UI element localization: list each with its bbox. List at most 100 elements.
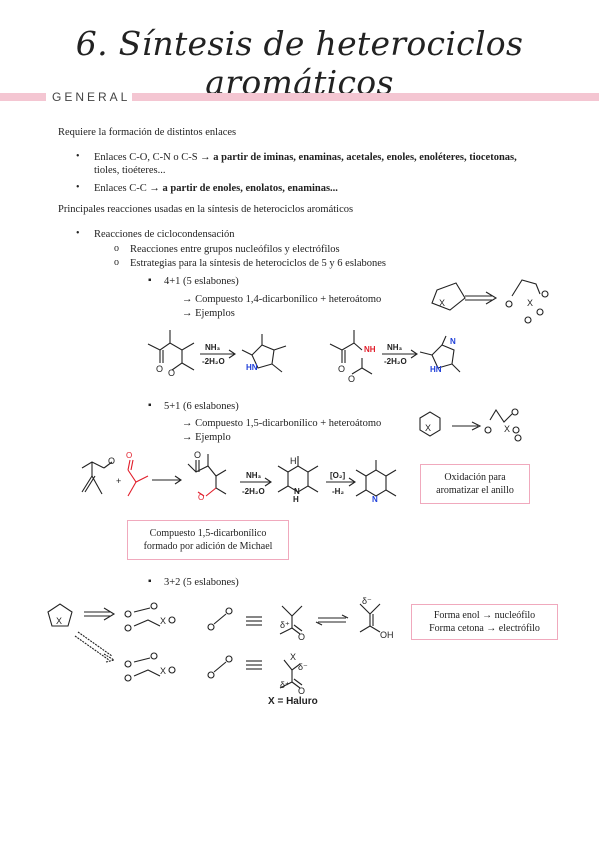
nitrogen-label: HN [246, 363, 258, 372]
oxidation-note-line-2: aromatizar el anillo [436, 485, 514, 496]
retro-arrow [84, 607, 116, 621]
reagent-label: NH₃ [246, 471, 262, 480]
intro-line-2: Principales reacciones usadas en la sínt… [58, 204, 354, 215]
synthon-pair-top [207, 607, 233, 631]
page-title: 6. Síntesis de heterociclos aromáticos [75, 24, 524, 102]
retro-arrow-diagonal [74, 631, 116, 663]
s41-arrow-2: → Ejemplos [182, 308, 235, 319]
s41-heading: 4+1 (5 eslabones) [164, 276, 239, 287]
oxygen-label: O [194, 450, 201, 460]
five-ring-x [431, 282, 466, 311]
equilibrium-arrow [315, 614, 349, 626]
synthon-x-label-51: X [504, 424, 510, 434]
section-heading: GENERAL [52, 90, 131, 104]
synthon-pair-bottom [207, 655, 233, 679]
synthon-x-label-32: X [160, 616, 166, 626]
square-bullet: ▪ [148, 400, 152, 411]
sub-bullet-2: Estrategias para la síntesis de heteroci… [130, 258, 386, 269]
square-bullet: ▪ [148, 275, 152, 286]
sub-bullet: o [114, 243, 119, 254]
equivalence-sign [246, 616, 262, 626]
delta-minus-label: δ⁻ [298, 662, 308, 672]
alpha-haloketone [279, 659, 303, 689]
oxygen-label: O [298, 686, 305, 696]
nitrogen-label: N [372, 495, 378, 504]
ring-x-label-51: X [425, 423, 431, 433]
reagent-label: -2H₂O [202, 357, 225, 366]
enone [81, 461, 113, 495]
reagent-label: -2H₂O [384, 357, 407, 366]
michael-note-line-2: formado por adición de Michael [143, 541, 273, 552]
enol-note-line-1: Forma enol → nucleófilo [433, 610, 536, 621]
plus-sign: + [116, 476, 121, 486]
pyridine-product [355, 460, 397, 497]
delta-plus-label: δ⁺ [280, 620, 290, 630]
oxygen-label: O [298, 632, 305, 642]
six-ring-x [419, 411, 441, 437]
reaction-arrow [200, 349, 236, 359]
delta-plus-label: δ⁺ [280, 680, 290, 690]
haluro-definition: X = Haluro [268, 696, 318, 707]
michael-note: Compuesto 1,5-dicarbonílico formado por … [127, 520, 289, 560]
open-chain-synthons-51 [484, 408, 522, 442]
enol-note-line-2: Forma cetona → electrófilo [429, 623, 540, 634]
s32-heading: 3+2 (5 eslabones) [164, 577, 239, 588]
nitrogen-label: H [293, 495, 299, 504]
hydrogen-label: H [290, 456, 297, 466]
reaction-arrow [240, 477, 272, 487]
reagent-label: -H₂ [332, 487, 344, 496]
reaction-arrow [382, 349, 418, 359]
ketone [127, 459, 149, 497]
reagent-label: NH₃ [387, 343, 403, 352]
bullet-dot: • [76, 151, 80, 162]
nitrogen-label: N [294, 487, 300, 496]
sub-bullet-1: Reacciones entre grupos nucleófilos y el… [130, 244, 340, 255]
haloketone-x-label: X [290, 652, 296, 662]
bullet-1: Enlaces C-O, C-N o C-S → a partir de imi… [94, 152, 517, 163]
imidazole-product [419, 335, 461, 373]
reagent-label: NH₃ [205, 343, 221, 352]
oxygen-label: O [156, 364, 163, 374]
reaction-arrow [152, 475, 182, 485]
bullet-dot: • [76, 182, 80, 193]
oxygen-label-red: O [126, 451, 132, 460]
delta-minus-label: δ⁻ [362, 596, 372, 606]
square-bullet: ▪ [148, 576, 152, 587]
oxygen-label: O [108, 456, 115, 466]
keto-amide [329, 330, 373, 375]
dicarbonyl-15 [187, 454, 227, 497]
synthon-x-label-32b: X [160, 666, 166, 676]
section-bar [132, 93, 599, 101]
dihydropyridine [277, 456, 319, 493]
nitrogen-label: N [450, 337, 456, 346]
equivalence-sign [246, 660, 262, 670]
oxygen-label-red: O [198, 493, 204, 502]
dicarbonyl-14 [147, 330, 195, 371]
ketone-32 [279, 605, 303, 635]
s51-heading: 5+1 (6 eslabones) [164, 401, 239, 412]
title-underline [0, 93, 46, 101]
reaction-arrow [326, 477, 356, 487]
oxygen-label: O [338, 364, 345, 374]
nitrogen-label: HN [430, 365, 442, 374]
bullet-3: Reacciones de ciclocondensación [94, 229, 235, 240]
ring-x-label: X [439, 298, 445, 308]
retro-arrow [452, 421, 482, 431]
retro-arrow [465, 291, 498, 305]
s51-arrow-1: → Compuesto 1,5-dicarbonílico + heteroát… [182, 418, 382, 429]
reagent-label: [O₂] [330, 471, 345, 480]
sub-bullet: o [114, 257, 119, 268]
oxygen-label: O [348, 374, 355, 384]
ring-x-label-32: X [56, 616, 62, 626]
bullet-2: Enlaces C-C → a partir de enoles, enolat… [94, 183, 338, 194]
oxygen-label: O [168, 368, 175, 378]
bullet-dot: • [76, 228, 80, 239]
hydroxyl-label: OH [380, 630, 394, 640]
michael-note-line-1: Compuesto 1,5-dicarbonílico [149, 528, 267, 539]
bullet-1-cont: tioles, tioéteres... [94, 165, 166, 176]
five-ring-x-32 [47, 603, 73, 627]
oxidation-note-line-1: Oxidación para [444, 472, 506, 483]
enol-ketone-note: Forma enol → nucleófilo Forma cetona → e… [411, 604, 558, 640]
synthon-x-label: X [527, 298, 533, 308]
